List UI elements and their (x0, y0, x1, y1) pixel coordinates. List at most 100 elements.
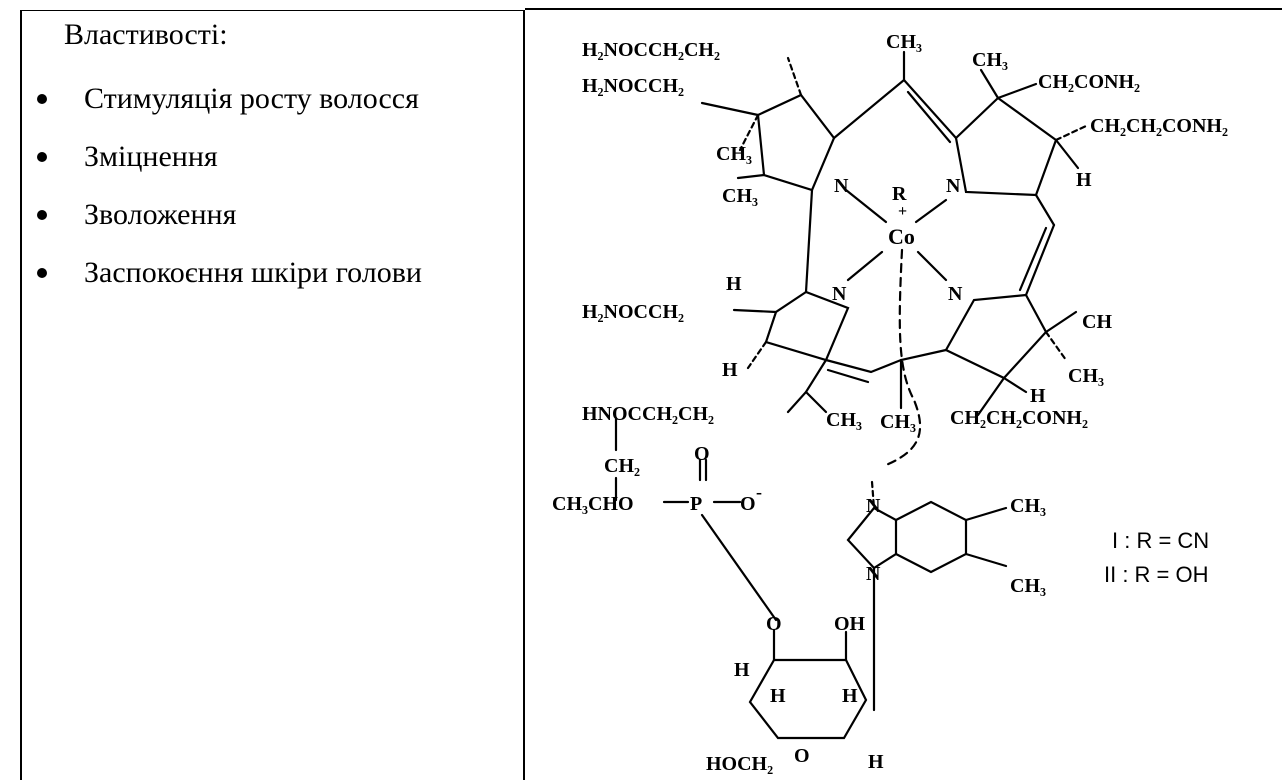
bond-d-ch3 (804, 390, 828, 414)
bond-a-ch3-2 (736, 173, 766, 180)
bond-ring-d (764, 290, 850, 362)
bond-n4-co (916, 250, 948, 282)
properties-list: Стимуляція росту волосся Зміцнення Зволо… (20, 70, 422, 302)
label-sugar-o-ring: O (794, 745, 810, 767)
label-top-left-2: H₂NOCCH₂ (582, 75, 684, 97)
label-left-mid: H₂NOCCH₂ (582, 301, 684, 323)
table-column-divider (523, 10, 525, 780)
label-right-ch: CH (1082, 311, 1112, 333)
atom-labels: H₂NOCCH₂CH₂ H₂NOCCH₂ CH₃ CH₃ CH₂CONH₂ CH… (552, 31, 1228, 775)
bullet-icon (37, 210, 47, 220)
label-bottom-left-chain: HNOCCH₂CH₂ (582, 403, 714, 425)
bond-meso-bottom-double (826, 368, 870, 384)
label-sugar-h4: H (868, 751, 884, 773)
label-top-ch3: CH₃ (886, 31, 922, 53)
bond-ring-c (944, 293, 1048, 380)
bond-meso-right-double (1018, 226, 1048, 292)
label-bzim-ch3-1: CH₃ (1010, 495, 1046, 517)
label-sugar-oh: OH (834, 613, 866, 635)
structure-legend: I : R = CN II : R = OH (1104, 528, 1209, 587)
bond-p-sugar (700, 513, 778, 622)
bond-meso-right (1034, 193, 1056, 227)
bond-ring-a (756, 93, 836, 192)
label-bzim-n1: N (866, 495, 881, 517)
bond-ring-b (954, 96, 1058, 197)
bond-benzene-ch3 (964, 506, 1008, 568)
label-metal-co: Co (888, 224, 915, 249)
label-bottom-ch3-2: CH₃ (880, 411, 916, 433)
label-ch2: CH₂ (604, 455, 640, 477)
label-bzim-ch3-2: CH₃ (1010, 575, 1046, 597)
list-item: Стимуляція росту волосся (20, 70, 422, 128)
label-h-right-low: H (1030, 385, 1046, 407)
bond-lines (614, 50, 1088, 740)
label-bottom-ch3-1: CH₃ (826, 409, 862, 431)
bullet-icon (37, 152, 47, 162)
property-text: Стимуляція росту волосся (84, 82, 419, 115)
legend-line-2: II : R = OH (1104, 562, 1209, 587)
bond-meso-top (832, 78, 958, 140)
bond-co-axial (884, 248, 922, 467)
label-a-ch3-1: CH₃ (716, 143, 752, 165)
label-n1: N (834, 175, 849, 197)
label-top-right-1: CH₂CONH₂ (1038, 71, 1140, 93)
bond-c-ch (1044, 310, 1078, 334)
bond-a-dashed (786, 56, 803, 97)
structural-formula: H₂NOCCH₂CH₂ H₂NOCCH₂ CH₃ CH₃ CH₂CONH₂ CH… (552, 31, 1228, 775)
label-metal-r: R (892, 183, 907, 205)
label-top-right-2: CH₂CH₂CONH₂ (1090, 115, 1228, 137)
bond-c-chain (976, 376, 1006, 417)
bond-d-chain (732, 308, 778, 314)
legend-line-1: I : R = CN (1112, 528, 1209, 553)
bond-d-lower (786, 358, 828, 414)
bond-b-ch3 (979, 68, 1000, 100)
bond-c-ch3 (1044, 330, 1068, 362)
label-metal-plus: + (898, 203, 907, 220)
cobalamin-structure-diagram: H₂NOCCH₂CH₂ H₂NOCCH₂ CH₃ CH₃ CH₂CONH₂ CH… (526, 10, 1282, 780)
properties-heading: Властивості: (64, 18, 228, 51)
label-h-left-mid: H (726, 273, 742, 295)
label-n4: N (948, 283, 963, 305)
table-left-border (20, 10, 22, 780)
label-bzim-n2: N (866, 563, 881, 585)
label-n3: N (832, 283, 847, 305)
label-phosphorus: P (690, 493, 702, 515)
label-sugar-h3: H (842, 685, 858, 707)
bond-imidazole (846, 506, 898, 570)
bond-meso-top-double (906, 90, 952, 144)
bond-c-h (1002, 376, 1028, 394)
bullet-icon (37, 268, 47, 278)
label-sugar-hoch2: HOCH₂ (706, 753, 773, 775)
table-top-border-right (525, 8, 1282, 10)
list-item: Зміцнення (20, 128, 422, 186)
label-h-right-top: H (1076, 169, 1092, 191)
property-text: Зволоження (84, 198, 237, 231)
bullet-icon (37, 94, 47, 104)
label-top-right-ch3: CH₃ (972, 49, 1008, 71)
bond-b-dashed (1054, 124, 1088, 142)
property-text: Заспокоєння шкіри голови (84, 256, 422, 289)
list-item: Заспокоєння шкіри голови (20, 244, 422, 302)
bond-p-double-o (698, 458, 708, 482)
bond-n1-co (844, 188, 888, 224)
bond-n2-co (914, 198, 948, 224)
bond-n3-co (846, 250, 884, 282)
property-text: Зміцнення (84, 140, 218, 173)
label-p-charge: - (756, 482, 762, 502)
label-ch3cho: CH₃CHO (552, 493, 634, 515)
bond-benzene (894, 500, 968, 574)
label-top-left-1: H₂NOCCH₂CH₂ (582, 39, 720, 61)
bond-a-ch3 (738, 113, 760, 152)
bond-d-h (746, 340, 768, 370)
content-table: Властивості: Стимуляція росту волосся Зм… (20, 8, 1282, 780)
label-p-oxygen-right: O (740, 493, 756, 515)
bond-b-h (1054, 138, 1080, 170)
label-sugar-o-top: O (766, 613, 782, 635)
label-n2: N (946, 175, 961, 197)
bond-a-d-link (804, 188, 814, 294)
label-a-ch3-2: CH₃ (722, 185, 758, 207)
list-item: Зволоження (20, 186, 422, 244)
label-sugar-h2: H (770, 685, 786, 707)
label-h-left-low: H (722, 359, 738, 381)
bond-b-chain (996, 82, 1038, 100)
